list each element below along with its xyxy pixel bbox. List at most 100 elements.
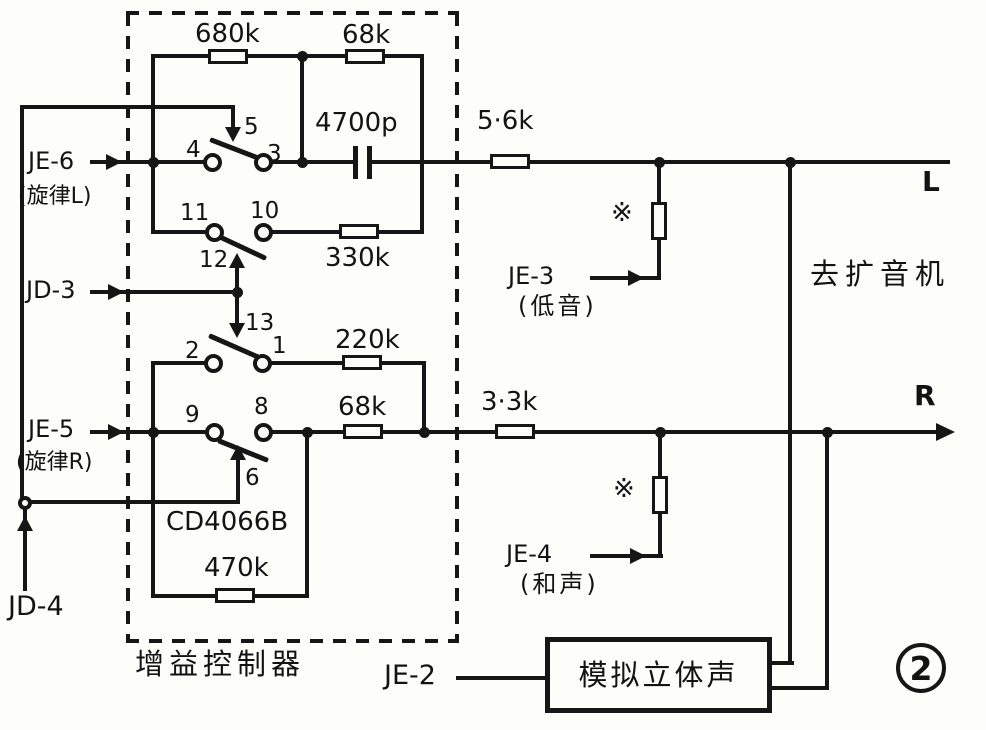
junction-dot (302, 427, 313, 438)
junction-dot (654, 157, 665, 168)
junction-dot (655, 427, 666, 438)
label-pin6: 6 (245, 465, 260, 491)
label-pin12: 12 (199, 247, 229, 273)
label-pin11: 11 (180, 200, 210, 226)
label-3k3: 3·3k (481, 387, 538, 417)
wire-pin13-control (235, 292, 239, 324)
wire-feedback-top (151, 54, 424, 58)
label-470k: 470k (204, 553, 269, 583)
switch-contact-pin11 (205, 223, 224, 242)
label-je6: JE-6 (28, 147, 75, 175)
stereo-synth-block: 模拟立体声 (545, 637, 772, 713)
resistor-220k (342, 355, 382, 370)
junction-dot (297, 51, 308, 62)
switch-contact-pin9 (205, 423, 224, 442)
wire-je3-in (590, 276, 661, 280)
wire-node-a (300, 54, 304, 164)
label-je6-sub: (旋律L) (18, 184, 92, 209)
wire-jd4-branch (25, 500, 240, 504)
label-ic-part: CD4066B (166, 507, 289, 537)
wire-right-top-block (420, 54, 424, 234)
junction-dot (148, 427, 159, 438)
wire-jd3-in (90, 290, 239, 294)
junction-dot (297, 157, 308, 168)
wire-220k-down (422, 361, 426, 432)
label-pin13: 13 (245, 310, 275, 336)
label-220k: 220k (335, 325, 400, 355)
junction-dot (148, 157, 159, 168)
dashed-box-top (126, 11, 459, 15)
wire-je2-in (456, 676, 547, 680)
wire-pin12-control (235, 266, 239, 292)
wire-r-line (268, 430, 940, 434)
arrow-pin6-control-icon (230, 445, 246, 460)
switch-contact-pin8 (254, 423, 273, 442)
label-to-amplifier: 去扩音机 (810, 257, 951, 291)
resistor-je4-star (652, 476, 668, 514)
resistor-470k (215, 588, 255, 603)
arrow-pin12-control-icon (229, 253, 245, 268)
wire-control-top (20, 105, 235, 109)
label-je3-sub: (低音) (518, 292, 597, 320)
resistor-330k (339, 224, 379, 239)
label-star-bottom: ※ (613, 474, 635, 504)
label-pin3: 3 (267, 141, 282, 167)
wire-pin5-control (231, 105, 235, 130)
wire-stereo-out-l (772, 661, 794, 665)
label-je4: JE-4 (506, 540, 553, 568)
arrow-pin13-control-icon (229, 323, 245, 338)
label-4700p: 4700p (315, 108, 398, 138)
label-pin2: 2 (185, 338, 200, 364)
arrow-jd3-icon (108, 284, 124, 300)
label-jd3: JD-3 (26, 276, 76, 304)
switch-contact-pin3 (254, 153, 273, 172)
label-pin8: 8 (254, 394, 269, 420)
junction-dot (822, 427, 833, 438)
arrow-je4-icon (630, 548, 646, 564)
label-stereo-synth: 模拟立体声 (578, 657, 739, 692)
dashed-box-left (126, 13, 130, 643)
wire-left-bottom-block (151, 361, 155, 598)
wire-stereo-out-r (772, 686, 829, 690)
resistor-68k-top (345, 49, 385, 64)
arrow-jd4-control-icon (17, 516, 33, 531)
junction-ring-jd4 (18, 496, 32, 510)
figure-number-badge: 2 (896, 643, 946, 693)
wire-pin2-left (151, 361, 207, 365)
resistor-5k6 (490, 154, 530, 169)
wire-l-to-stereo (788, 160, 792, 665)
label-68k-bottom: 68k (338, 392, 387, 422)
label-pin4: 4 (186, 137, 201, 163)
wire-pin3-to-cap (269, 160, 357, 164)
label-330k: 330k (325, 243, 390, 273)
switch-contact-pin2 (204, 354, 223, 373)
label-je5: JE-5 (28, 415, 75, 443)
label-jd4: JD-4 (8, 591, 64, 622)
label-je5-sub: (旋律R) (16, 450, 93, 475)
switch-contact-pin4 (203, 153, 222, 172)
label-pin5: 5 (244, 114, 259, 140)
resistor-3k3 (495, 424, 535, 439)
resistor-680k (208, 49, 248, 64)
resistor-je3-star (651, 202, 667, 240)
switch-contact-pin10 (254, 223, 273, 242)
junction-dot (419, 427, 430, 438)
label-680k: 680k (195, 19, 260, 49)
label-je2: JE-2 (384, 660, 436, 691)
arrow-r-output-icon (936, 423, 955, 441)
dashed-box-right (455, 13, 459, 643)
dashed-box-bottom (126, 639, 459, 643)
arrow-je6-icon (106, 154, 122, 170)
label-5k6: 5·6k (477, 106, 534, 136)
label-output-l: L (922, 165, 940, 198)
label-pin10: 10 (250, 198, 280, 224)
wire-control-left (20, 105, 24, 505)
resistor-68k-bottom (343, 424, 383, 439)
arrow-je5-icon (108, 424, 124, 440)
label-pin9: 9 (185, 402, 200, 428)
capacitor-plate-right (367, 146, 372, 179)
junction-dot (232, 287, 243, 298)
label-star-top: ※ (611, 198, 633, 228)
wire-left-top-block (151, 54, 155, 234)
